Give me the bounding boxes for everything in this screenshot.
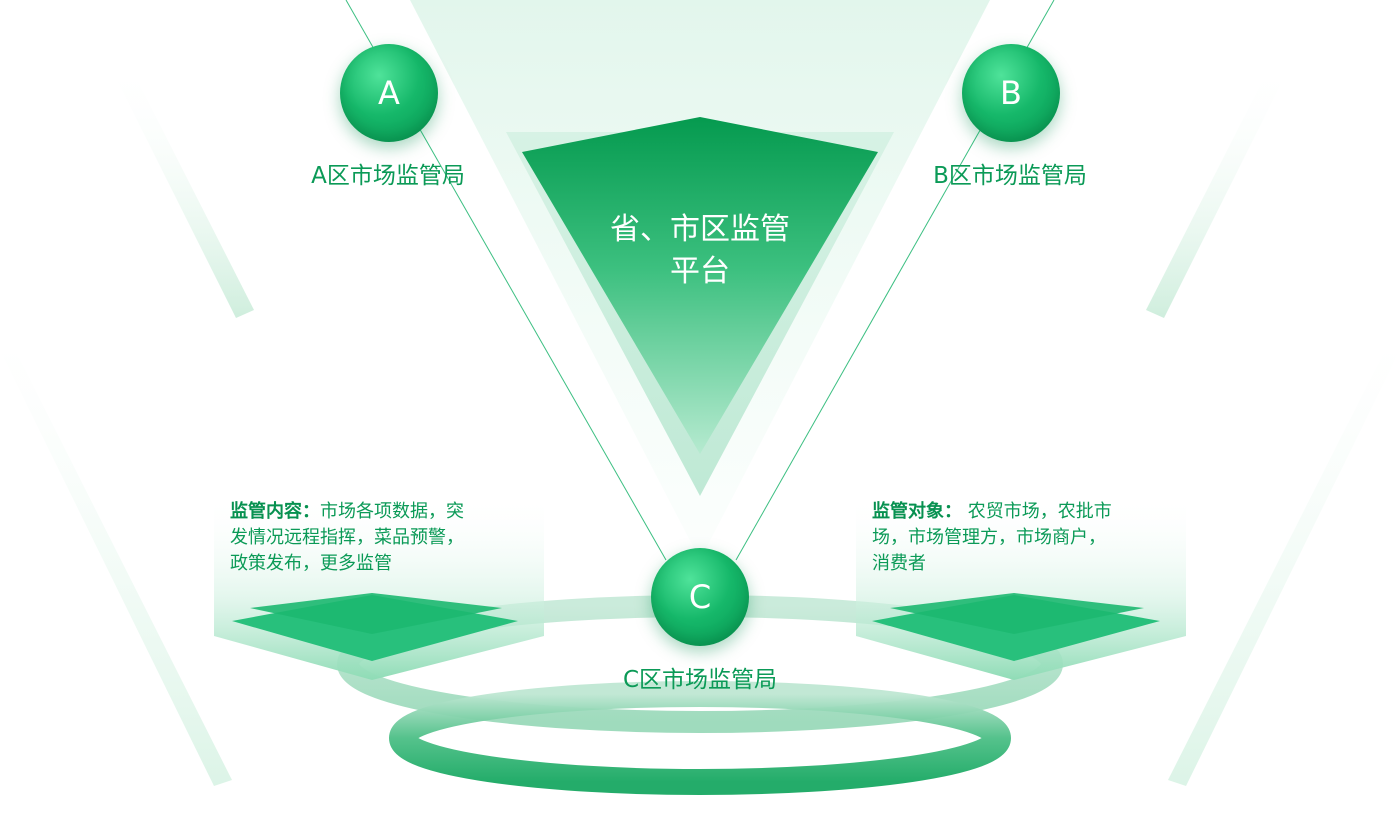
stripe-bottom-left <box>0 344 232 786</box>
stripe-top-right <box>1146 62 1288 318</box>
ring-lower <box>389 681 1011 795</box>
info-panel-left-layer-2 <box>250 593 502 634</box>
node-b-circle: B <box>962 44 1060 142</box>
info-left-line1: 市场各项数据，突 <box>320 501 464 522</box>
info-left-line3: 政策发布，更多监管 <box>230 553 392 574</box>
platform-title-line1: 省、市区监管 <box>610 212 790 247</box>
node-a-label: A区市场监管局 <box>311 163 465 189</box>
node-c-letter: C <box>688 578 712 616</box>
platform-title-line2: 平台 <box>670 254 730 289</box>
info-right-line3: 消费者 <box>872 553 926 574</box>
info-right-line2: 场，市场管理方，市场商户， <box>872 527 1106 548</box>
info-right-text: 监管对象： 农贸市场，农批市 场，市场管理方，市场商户， 消费者 <box>872 499 1142 577</box>
stripe-top-left <box>112 62 254 318</box>
node-a-letter: A <box>378 74 400 112</box>
info-right-key: 监管对象： <box>872 501 962 522</box>
info-panel-right-layer-2 <box>890 593 1144 634</box>
info-left-text: 监管内容：市场各项数据，突 发情况远程指挥，菜品预警， 政策发布，更多监管 <box>230 499 500 577</box>
info-left-line2: 发情况远程指挥，菜品预警， <box>230 527 464 548</box>
node-c-circle: C <box>651 548 749 646</box>
node-b-label: B区市场监管局 <box>933 163 1087 189</box>
info-left-key: 监管内容： <box>230 501 320 522</box>
info-right-line1: 农贸市场，农批市 <box>962 501 1112 522</box>
node-a-circle: A <box>340 44 438 142</box>
stripe-bottom-right <box>1168 344 1400 786</box>
node-b-letter: B <box>1000 74 1022 112</box>
platform-triangle <box>522 117 878 454</box>
node-c-label: C区市场监管局 <box>622 667 778 693</box>
